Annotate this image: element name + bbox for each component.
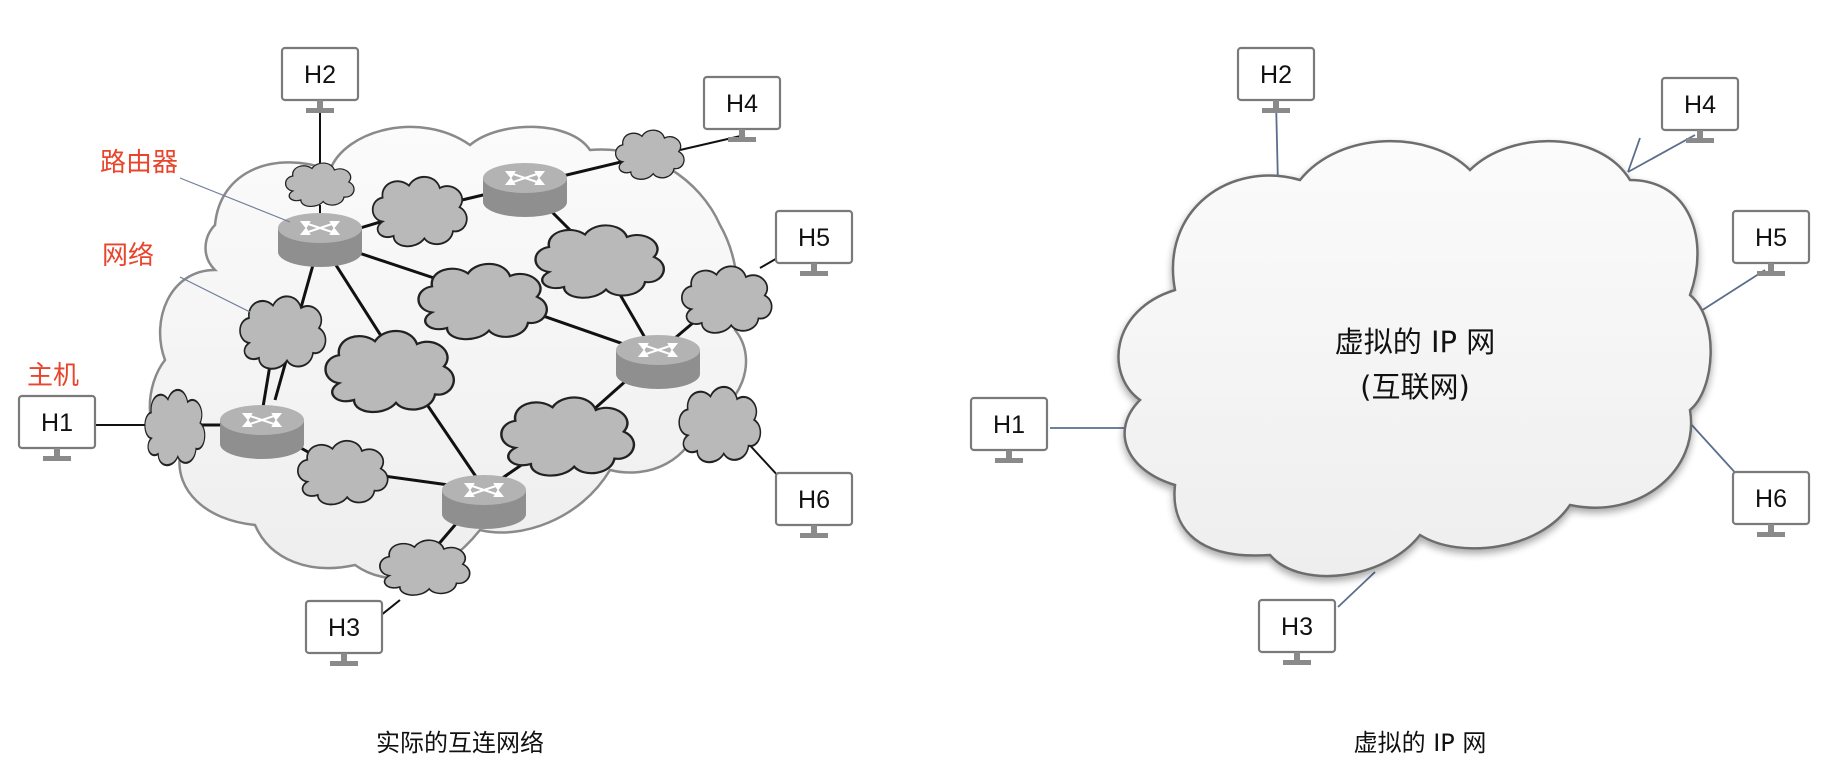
right-diagram: 虚拟的 IP 网 (互联网) H1 H2 H3 H4 H5: [969, 46, 1811, 757]
left-hosts: H1 H2 H3 H4 H5 H6: [17, 46, 854, 668]
virtual-ip-cloud: [1117, 139, 1712, 578]
host-h5: H5: [774, 209, 854, 278]
host-label: H2: [1260, 61, 1292, 89]
right-host-links: [1050, 99, 1766, 608]
host-label: H3: [1281, 613, 1313, 641]
router-icon: [482, 162, 568, 218]
left-diagram: H1 H2 H3 H4 H5 H6 路由器: [17, 46, 854, 757]
host-h6: H6: [774, 471, 854, 540]
router-icon: [615, 334, 701, 390]
host-h3: H3: [1257, 598, 1337, 667]
host-h4: H4: [1660, 76, 1740, 145]
right-caption: 虚拟的 IP 网: [1354, 729, 1487, 757]
router-icon: [441, 474, 527, 530]
host-h6: H6: [1731, 470, 1811, 539]
virtual-cloud-title: 虚拟的 IP 网: [1335, 325, 1495, 359]
network-label: 网络: [102, 241, 154, 271]
network-cloud: [680, 265, 773, 334]
left-annotation-lines: [179, 177, 291, 313]
host-h2: H2: [1236, 46, 1316, 115]
host-label: H2: [304, 61, 336, 89]
left-caption: 实际的互连网络: [376, 729, 544, 757]
host-label: H1: [41, 409, 73, 437]
host-label: H6: [1755, 485, 1787, 513]
host-label: H5: [798, 224, 830, 252]
router-icon: [219, 404, 305, 460]
host-label: H5: [1755, 224, 1787, 252]
virtual-cloud-subtitle: (互联网): [1360, 370, 1470, 404]
host-label-annotation: 主机: [27, 361, 79, 391]
network-cloud: [678, 385, 762, 464]
host-h1: H1: [17, 394, 97, 463]
host-h1: H1: [969, 396, 1049, 465]
host-h3: H3: [304, 599, 384, 668]
router-label: 路由器: [100, 148, 178, 178]
host-label: H3: [328, 614, 360, 642]
host-label: H6: [798, 486, 830, 514]
host-h2: H2: [280, 46, 360, 115]
host-h5: H5: [1731, 209, 1811, 278]
host-label: H4: [1684, 91, 1716, 119]
router-icon: [277, 212, 363, 268]
host-label: H4: [726, 90, 758, 118]
host-h4: H4: [702, 75, 782, 144]
right-hosts: H1 H2 H3 H4 H5 H6: [969, 46, 1811, 667]
host-label: H1: [993, 411, 1025, 439]
network-cloud: [379, 539, 471, 596]
